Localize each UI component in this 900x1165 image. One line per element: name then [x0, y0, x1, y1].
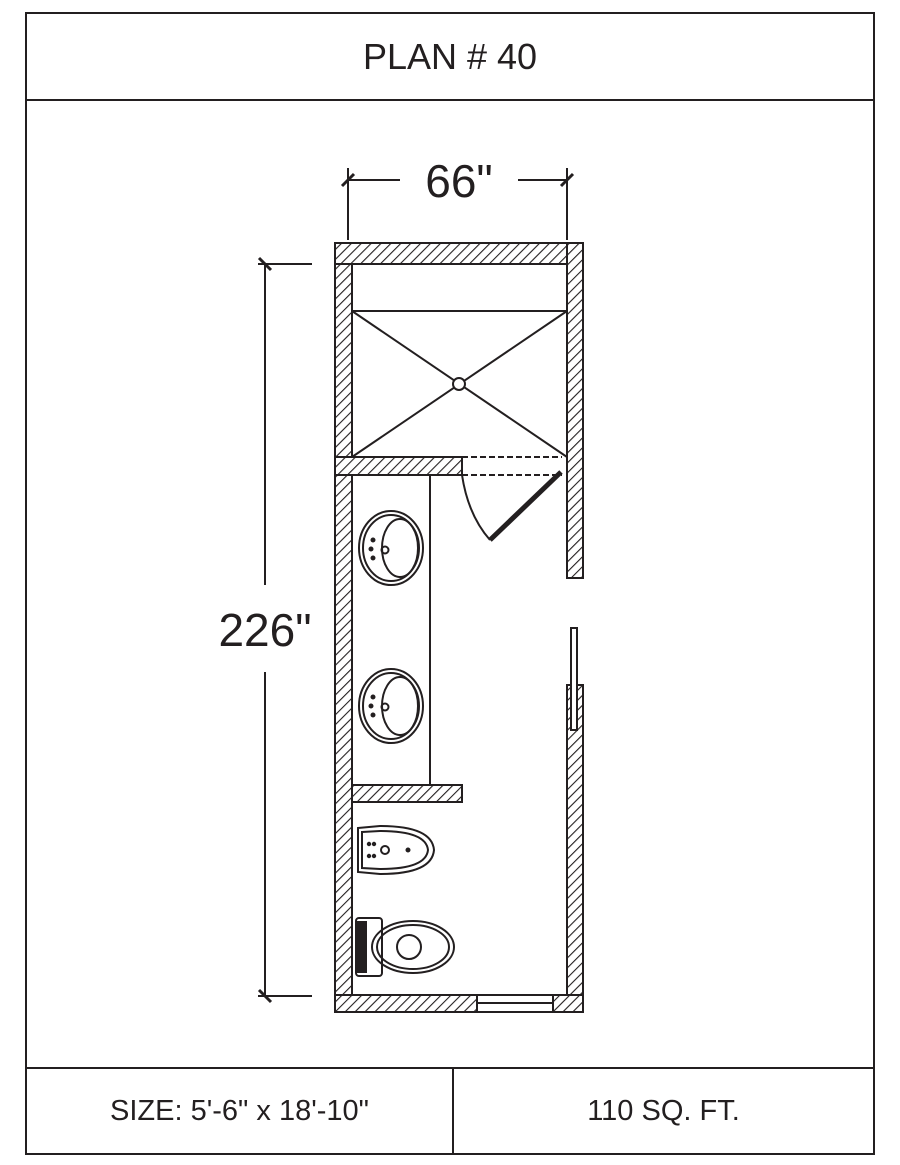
toilet: [355, 917, 455, 977]
wall-bottom-left: [334, 994, 478, 1013]
drain-icon: [452, 377, 466, 391]
shower-partition-wall: [334, 456, 463, 476]
plan-frame: PLAN # 40 SIZE: 5'-6" x 18'-10" 110 SQ. …: [25, 12, 875, 1155]
wall-bottom-right: [552, 994, 584, 1013]
vanity-partition-wall: [351, 784, 463, 803]
wall-top: [334, 242, 584, 265]
sink-1: [358, 510, 424, 586]
shower: [351, 310, 568, 476]
width-label: 66": [425, 155, 493, 207]
plan-title: PLAN # 40: [27, 14, 873, 101]
footer-row: SIZE: 5'-6" x 18'-10" 110 SQ. FT.: [27, 1067, 873, 1153]
length-label: 226": [218, 604, 311, 656]
shower-door: [461, 470, 563, 542]
wall-right-upper: [566, 242, 584, 579]
door-jamb: [570, 627, 578, 731]
size-label: SIZE: 5'-6" x 18'-10": [27, 1069, 454, 1153]
sink-2: [358, 668, 424, 744]
length-dimension: [257, 256, 312, 1004]
wall-right-lower: [566, 684, 584, 1013]
width-dimension: [340, 168, 575, 240]
area-label: 110 SQ. FT.: [587, 1094, 740, 1127]
wall-left: [334, 242, 353, 1013]
bidet: [357, 824, 436, 876]
